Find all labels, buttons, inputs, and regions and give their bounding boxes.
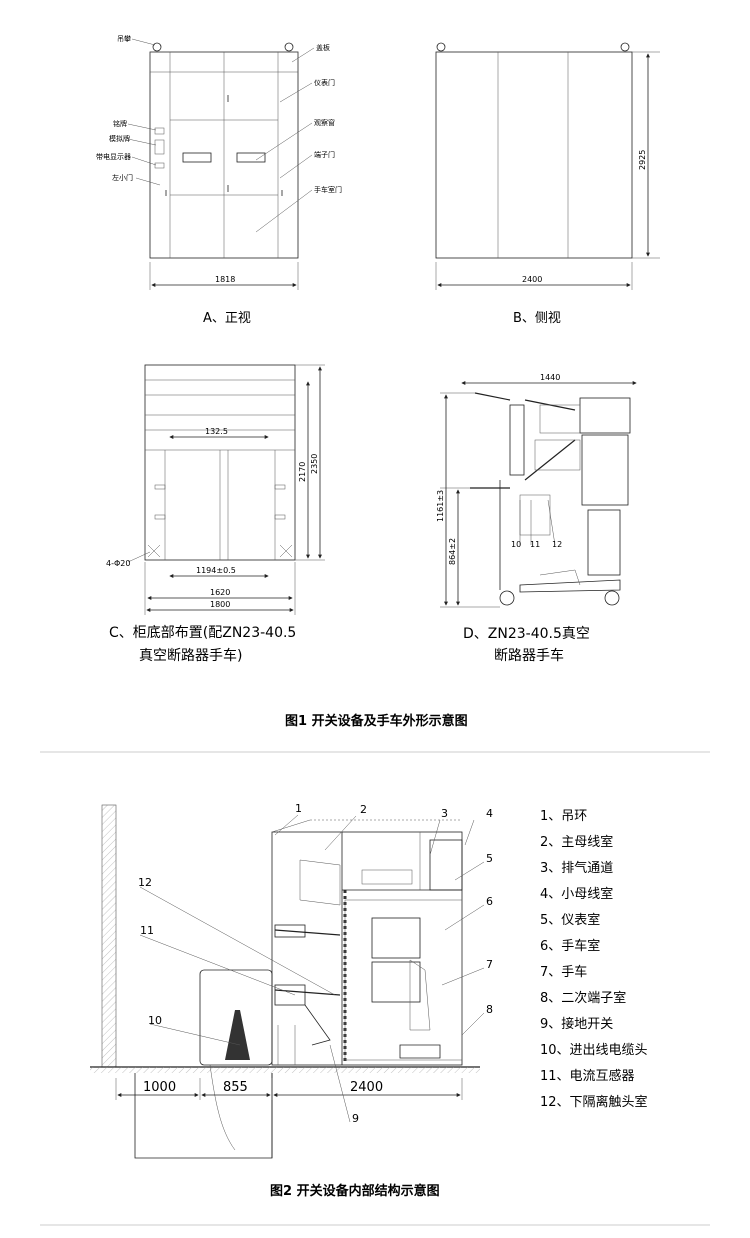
figure-1-title: 图1 开关设备及手车外形示意图 — [285, 713, 468, 729]
view-d-caption-1: D、ZN23-40.5真空 — [463, 626, 590, 642]
view-c-caption-1: C、柜底部布置(配ZN23-40.5 — [109, 625, 296, 641]
legend-item-8: 8、二次端子室 — [540, 990, 626, 1006]
view-a-width-dim: 1818 — [215, 275, 235, 284]
view-c-dim-2350: 2350 — [310, 454, 319, 474]
fig2-num-8: 8 — [486, 1003, 493, 1016]
legend-item-11: 11、电流互感器 — [540, 1068, 635, 1084]
fig2-num-9: 9 — [352, 1112, 359, 1125]
view-d-dim-1440: 1440 — [540, 373, 560, 382]
view-d-label-10: 10 — [511, 540, 521, 549]
fig2-num-11: 11 — [140, 924, 154, 937]
callout-hanging-lug: 吊攀 — [117, 34, 131, 43]
view-c-dim-1194: 1194±0.5 — [196, 566, 236, 575]
fig2-num-12: 12 — [138, 876, 152, 889]
view-d-label-12: 12 — [552, 540, 562, 549]
callout-live-indicator: 带电显示器 — [96, 152, 131, 161]
legend-item-10: 10、进出线电缆头 — [540, 1042, 648, 1058]
view-d-dim-1161: 1161±3 — [436, 490, 445, 522]
view-b-height-dim: 2925 — [638, 150, 647, 170]
legend-item-5: 5、仪表室 — [540, 912, 600, 928]
view-a-front: 吊攀 铭牌 模拟牌 带电显示器 左小门 盖板 仪表门 观察窗 端子门 手车室门 … — [96, 34, 342, 326]
fig2-num-3: 3 — [441, 807, 448, 820]
view-c-dim-132: 132.5 — [205, 427, 228, 436]
fig2-dim-1000: 1000 — [143, 1080, 176, 1095]
view-c-caption-2: 真空断路器手车) — [139, 647, 242, 664]
fig2-num-5: 5 — [486, 852, 493, 865]
view-b-side: 2925 2400 B、侧视 — [435, 42, 660, 326]
legend-item-4: 4、小母线室 — [540, 886, 613, 902]
view-b-caption: B、侧视 — [513, 311, 561, 326]
fig2-legend: 1、吊环 2、主母线室 3、排气通道 4、小母线室 5、仪表室 6、手车室 7、… — [540, 809, 648, 1110]
view-b-width-dim: 2400 — [522, 275, 542, 284]
fig2-num-6: 6 — [486, 895, 493, 908]
fig2-num-1: 1 — [295, 802, 302, 815]
legend-item-6: 6、手车室 — [540, 938, 600, 954]
view-d-dim-864: 864±2 — [448, 538, 457, 565]
callout-truck-room-door: 手车室门 — [314, 185, 342, 194]
figure-2-title: 图2 开关设备内部结构示意图 — [270, 1183, 440, 1199]
fig2-dim-855: 855 — [223, 1080, 248, 1095]
fig2-num-10: 10 — [148, 1014, 162, 1027]
callout-left-small-door: 左小门 — [112, 173, 133, 182]
callout-instrument-door: 仪表门 — [314, 78, 335, 87]
legend-item-2: 2、主母线室 — [540, 834, 613, 850]
fig2-num-4: 4 — [486, 807, 493, 820]
view-d-caption-2: 断路器手车 — [494, 647, 564, 664]
view-c-dim-1620: 1620 — [210, 588, 230, 597]
view-d-truck: 1440 1161±3 864±2 10 11 12 D、ZN23-40.5真空… — [436, 373, 637, 664]
view-a-caption: A、正视 — [203, 311, 251, 326]
legend-item-1: 1、吊环 — [540, 809, 587, 824]
legend-item-7: 7、手车 — [540, 964, 587, 980]
callout-mimic-plate: 模拟牌 — [109, 134, 130, 143]
view-d-label-11: 11 — [530, 540, 540, 549]
callout-cover-plate: 盖板 — [316, 43, 330, 52]
view-c-dim-2170: 2170 — [298, 462, 307, 482]
fig2-dim-2400: 2400 — [350, 1080, 383, 1095]
legend-item-3: 3、排气通道 — [540, 860, 613, 876]
view-c-hole-note: 4-Φ20 — [106, 559, 130, 568]
fig2-num-2: 2 — [360, 803, 367, 816]
fig2-num-7: 7 — [486, 958, 493, 971]
view-c-dim-1800: 1800 — [210, 600, 230, 609]
callout-observation-window: 观察窗 — [314, 118, 335, 127]
callout-terminal-door: 端子门 — [314, 150, 335, 159]
legend-item-12: 12、下隔离触头室 — [540, 1094, 648, 1110]
callout-nameplate: 铭牌 — [113, 119, 127, 128]
view-c-bottom-layout: 132.5 2170 2350 4-Φ20 1194±0.5 1620 1800… — [106, 364, 325, 664]
fig2-diagram: 1000 855 2400 1 2 3 4 5 6 7 8 9 10 11 12 — [90, 802, 493, 1159]
legend-item-9: 9、接地开关 — [540, 1016, 613, 1032]
